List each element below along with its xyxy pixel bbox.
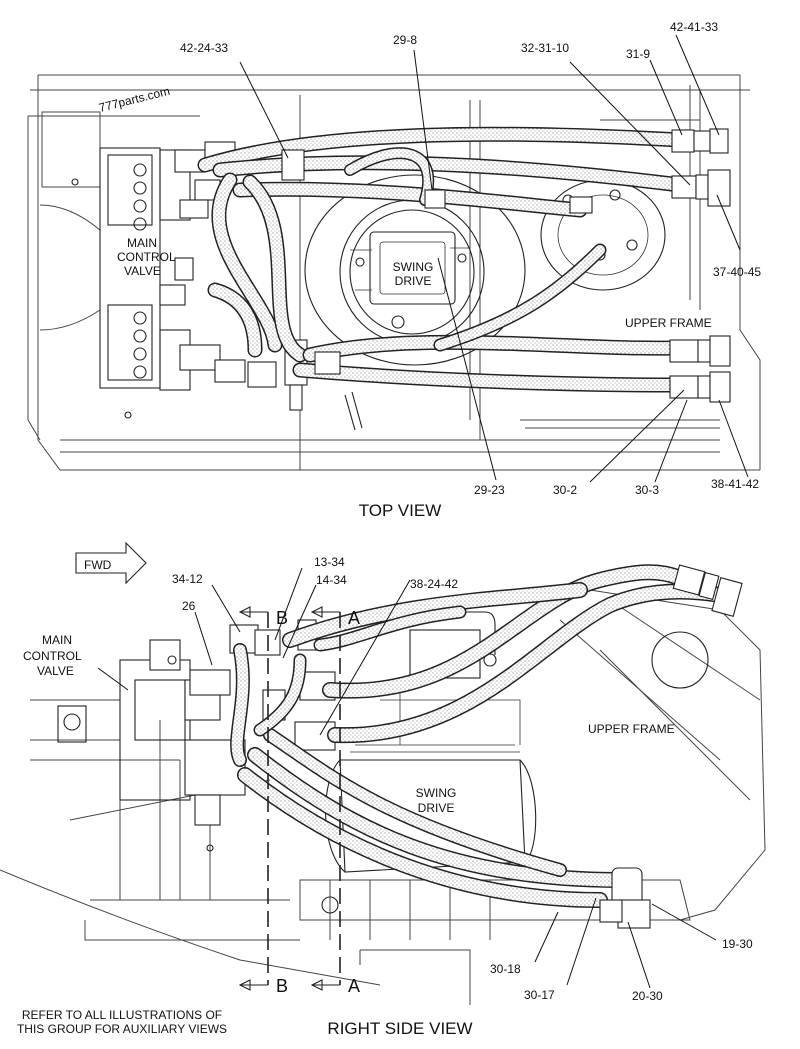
top-label-mcv-2: CONTROL bbox=[117, 250, 176, 264]
callout-42-24-33: 42-24-33 bbox=[180, 41, 228, 55]
side-label-mcv-3: VALVE bbox=[37, 664, 74, 678]
top-hose-3 bbox=[232, 181, 588, 218]
callout-26: 26 bbox=[182, 599, 196, 613]
side-hose-3 bbox=[282, 582, 588, 648]
top-label-mcv-3: VALVE bbox=[124, 264, 161, 278]
callout-29-23: 29-23 bbox=[474, 483, 505, 497]
side-hose-2 bbox=[327, 583, 728, 744]
side-hose-7 bbox=[230, 643, 250, 767]
side-label-mcv-1: MAIN bbox=[42, 633, 72, 647]
section-b-bottom: B bbox=[276, 976, 288, 996]
side-fittings bbox=[599, 564, 743, 929]
callout-34-12: 34-12 bbox=[172, 572, 203, 586]
top-label-swing-2: DRIVE bbox=[395, 274, 432, 288]
top-swivel bbox=[540, 179, 666, 291]
callout-19-30: 19-30 bbox=[722, 937, 753, 951]
callout-30-17: 30-17 bbox=[524, 988, 555, 1002]
top-hose-2 bbox=[212, 155, 688, 193]
top-label-mcv-1: MAIN bbox=[127, 236, 157, 250]
callout-38-24-42: 38-24-42 bbox=[410, 577, 458, 591]
top-hose-7 bbox=[302, 334, 683, 363]
side-leaders bbox=[194, 567, 717, 989]
callout-30-2: 30-2 bbox=[553, 483, 577, 497]
mcv-leader bbox=[97, 667, 129, 691]
fwd-label: FWD bbox=[84, 558, 112, 572]
top-hoses bbox=[197, 126, 688, 431]
side-hose-5 bbox=[237, 767, 608, 908]
top-right-fittings bbox=[281, 128, 731, 403]
section-b-top: B bbox=[276, 608, 288, 628]
section-a-bottom: A bbox=[348, 976, 360, 996]
note-line-2: THIS GROUP FOR AUXILIARY VIEWS bbox=[17, 1022, 227, 1036]
section-lines bbox=[238, 606, 341, 991]
top-hose-4 bbox=[211, 172, 283, 353]
top-label-upper-frame: UPPER FRAME bbox=[625, 316, 712, 330]
top-view-title: TOP VIEW bbox=[359, 501, 442, 520]
side-label-mcv-2: CONTROL bbox=[23, 649, 82, 663]
callout-32-31-10: 32-31-10 bbox=[521, 41, 569, 55]
side-hose-8 bbox=[313, 605, 467, 652]
callout-30-18: 30-18 bbox=[490, 962, 521, 976]
side-hose-6 bbox=[263, 728, 567, 877]
side-label-swing-1: SWING bbox=[416, 786, 457, 800]
side-view-title: RIGHT SIDE VIEW bbox=[327, 1019, 472, 1038]
section-a-top: A bbox=[348, 608, 360, 628]
callout-31-9: 31-9 bbox=[626, 47, 650, 61]
callout-38-41-42: 38-41-42 bbox=[711, 477, 759, 491]
text-layer: 777parts.com 42-24-33 29-8 32-31-10 42-4… bbox=[17, 20, 761, 1038]
top-hose-1 bbox=[197, 126, 688, 173]
side-hose-9 bbox=[253, 653, 307, 737]
top-leaders bbox=[239, 34, 749, 483]
fwd-arrow-shape bbox=[75, 541, 147, 585]
side-view bbox=[0, 541, 766, 1005]
top-hose-6 bbox=[207, 282, 263, 358]
watermark: 777parts.com bbox=[97, 84, 171, 115]
top-frame-outline bbox=[27, 74, 761, 471]
top-hose-5 bbox=[242, 174, 308, 363]
top-tube bbox=[344, 391, 363, 431]
top-view bbox=[27, 34, 761, 483]
callout-37-40-45: 37-40-45 bbox=[713, 265, 761, 279]
callout-20-30: 20-30 bbox=[632, 989, 663, 1003]
side-hose-4 bbox=[247, 747, 628, 888]
callout-13-34: 13-34 bbox=[314, 555, 345, 569]
side-frame bbox=[0, 589, 766, 1005]
top-hose-9 bbox=[433, 243, 607, 352]
side-hoses bbox=[230, 564, 728, 908]
callout-30-3: 30-3 bbox=[635, 483, 659, 497]
top-hose-8 bbox=[292, 362, 683, 393]
top-hose-10 bbox=[344, 147, 435, 206]
callout-14-34: 14-34 bbox=[316, 573, 347, 587]
callout-42-41-33: 42-41-33 bbox=[670, 20, 718, 34]
callout-29-8: 29-8 bbox=[393, 33, 417, 47]
note-line-1: REFER TO ALL ILLUSTRATIONS OF bbox=[22, 1008, 222, 1022]
side-label-upper-frame: UPPER FRAME bbox=[588, 722, 675, 736]
side-label-swing-2: DRIVE bbox=[418, 801, 455, 815]
top-label-swing-1: SWING bbox=[393, 260, 434, 274]
